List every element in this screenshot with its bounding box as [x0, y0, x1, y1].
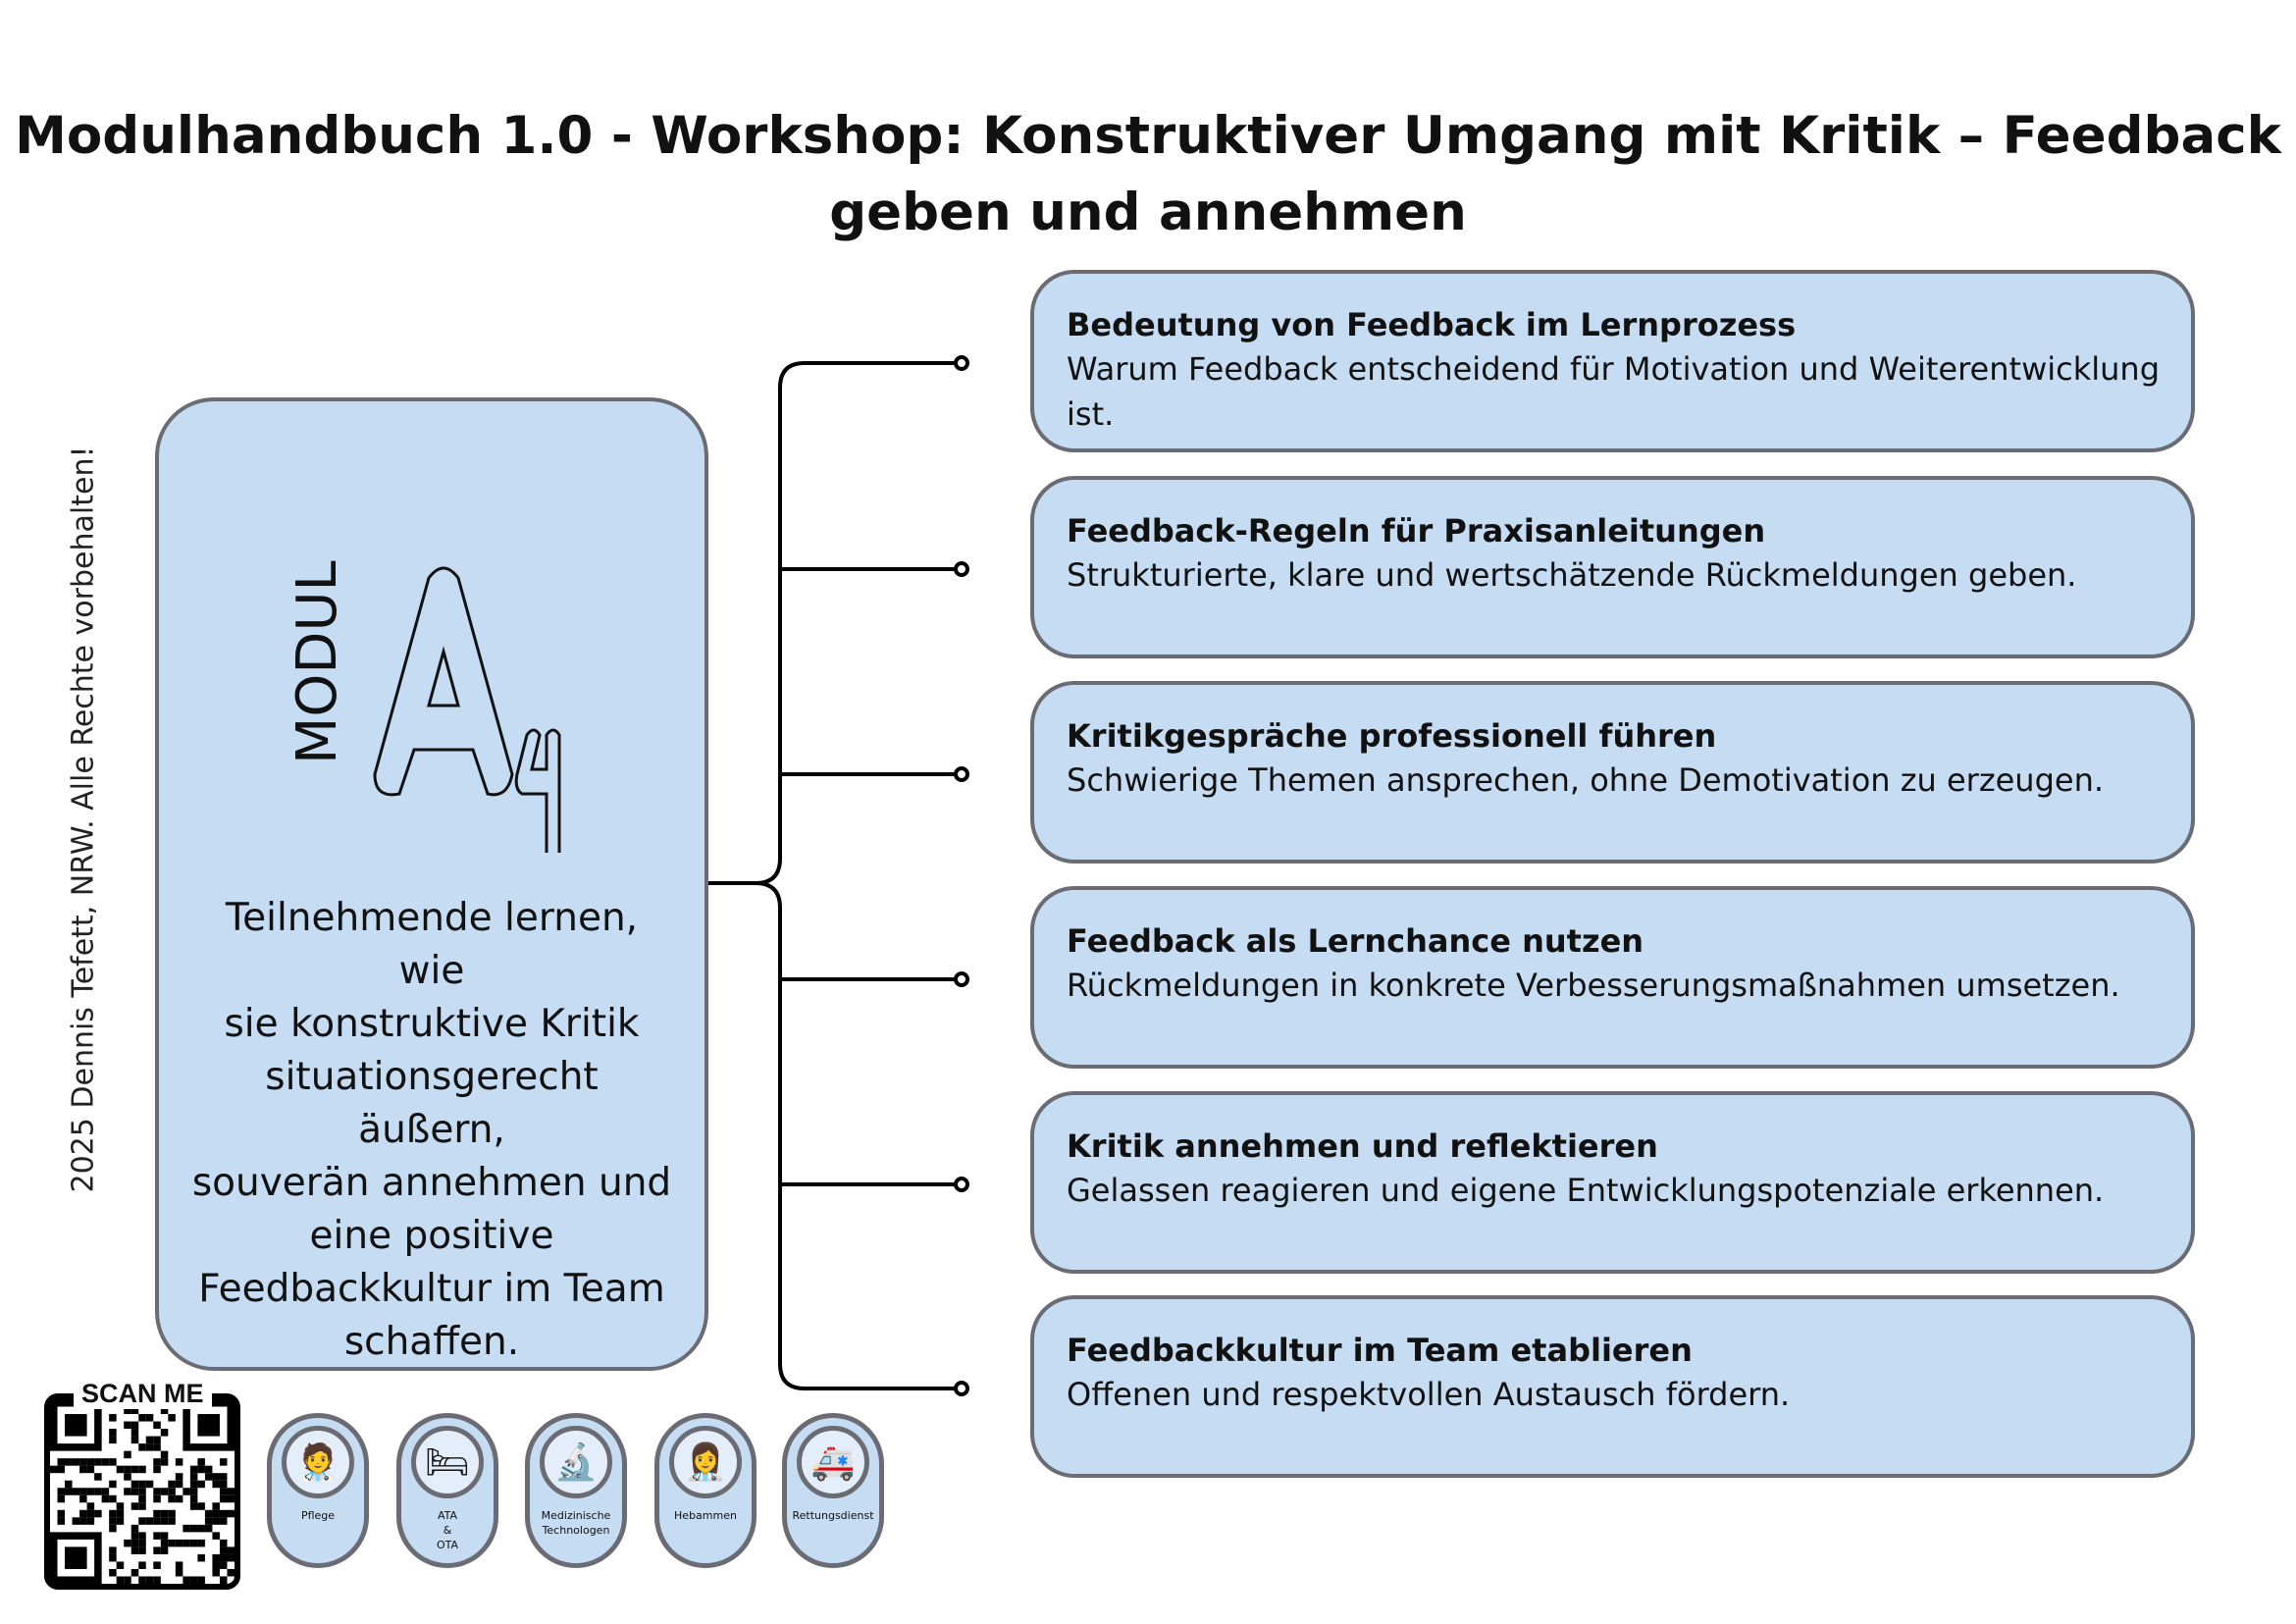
description-line: sie konstruktive Kritik: [224, 1002, 640, 1046]
description-line: eine positive: [309, 1214, 554, 1258]
module-description: Teilnehmende lernen, wie sie konstruktive…: [188, 892, 675, 1369]
nurse-clipboard-icon: 🧑‍⚕️: [282, 1426, 354, 1498]
scan-me-label: SCAN ME: [74, 1379, 212, 1409]
description-line: souverän annehmen und: [191, 1161, 672, 1205]
description-line: Feedbackkultur im Team: [198, 1267, 665, 1311]
microscope-icon: 🔬: [540, 1426, 612, 1498]
profession-label: Hebammen: [674, 1509, 737, 1522]
profession-badge: 🚑 Rettungsdienst: [782, 1413, 884, 1568]
topic-title: Kritik annehmen und reflektieren: [1067, 1127, 1658, 1165]
midwife-icon: 👩‍⚕️: [669, 1426, 742, 1498]
connector-dot: [954, 1177, 969, 1192]
connector-dot: [954, 561, 969, 577]
profession-badge: 🔬 Medizinische Technologen: [525, 1413, 627, 1568]
topic-title: Feedback als Lernchance nutzen: [1067, 922, 1644, 960]
topic-text: Schwierige Themen ansprechen, ohne Demot…: [1067, 761, 2105, 799]
connector-dot: [954, 971, 969, 987]
profession-badge: 🧑‍⚕️ Pflege: [267, 1413, 369, 1568]
qr-code[interactable]: [44, 1393, 240, 1590]
connector-dot: [954, 766, 969, 782]
svg-text:MODUL: MODUL: [286, 560, 349, 764]
topic-text: Warum Feedback entscheidend für Motivati…: [1067, 350, 2161, 433]
topic-title: Feedback-Regeln für Praxisanleitungen: [1067, 512, 1766, 550]
profession-label: Pflege: [300, 1509, 336, 1522]
operating-table-icon: 🛏: [411, 1426, 484, 1498]
module-card: MODUL Teilnehmende lernen, wie sie konstr…: [155, 397, 708, 1371]
profession-label: Rettungsdienst: [792, 1509, 874, 1522]
connector-dot: [954, 355, 969, 371]
topic-text: Strukturierte, klare und wertschätzende …: [1067, 556, 2077, 594]
topic-title: Feedbackkultur im Team etablieren: [1067, 1332, 1693, 1369]
connector-dot: [954, 1381, 969, 1396]
connector-trunk: [704, 361, 806, 1390]
topic-text: Offenen und respektvollen Austausch förd…: [1067, 1376, 1791, 1413]
topic-title: Bedeutung von Feedback im Lernprozess: [1067, 306, 1797, 343]
module-logo: MODUL: [286, 560, 561, 853]
description-line: situationsgerecht äußern,: [265, 1055, 599, 1152]
profession-badge: 🛏 ATA & OTA: [396, 1413, 498, 1568]
qr-pattern: [49, 1399, 235, 1584]
topic-text: Rückmeldungen in konkrete Verbesserungsm…: [1067, 967, 2120, 1004]
topic-text: Gelassen reagieren und eigene Entwicklun…: [1067, 1172, 2105, 1209]
description-line: schaffen.: [343, 1320, 520, 1364]
page-title: Modulhandbuch 1.0 - Workshop: Konstrukti…: [15, 106, 2281, 242]
topic-title: Kritikgespräche professionell führen: [1067, 717, 1717, 755]
profession-label: ATA & OTA: [436, 1509, 459, 1551]
description-line: Teilnehmende lernen, wie: [225, 896, 639, 993]
profession-label: Medizinische Technologen: [541, 1509, 611, 1537]
profession-badge: 👩‍⚕️ Hebammen: [654, 1413, 757, 1568]
ambulance-icon: 🚑: [797, 1426, 869, 1498]
